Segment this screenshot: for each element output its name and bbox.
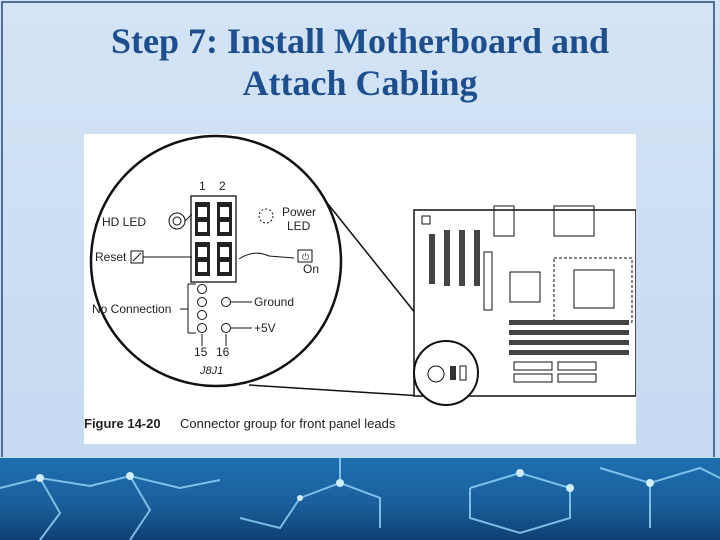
expansion-slot: [429, 234, 435, 284]
power-switch-hand-icon: [238, 252, 295, 260]
power-led-icon: [258, 208, 274, 224]
pin: [220, 222, 229, 232]
memory-slot: [509, 320, 629, 325]
agp-slot: [483, 251, 493, 311]
led-icon-inner: [172, 216, 182, 226]
chipset: [509, 271, 541, 303]
cpu-socket: [573, 269, 615, 309]
battery-icon: [427, 365, 445, 383]
front-panel-diagram: 1 2 15 16 J8J1 HD LED: [84, 134, 636, 431]
plus5v-label: +5V: [254, 321, 276, 335]
pin-number-15: 15: [194, 345, 208, 359]
pin: [220, 207, 229, 217]
io-port: [553, 205, 595, 237]
drive-connector: [513, 361, 553, 371]
expansion-slot: [474, 230, 480, 286]
memory-slot: [509, 340, 629, 345]
network-node: [336, 479, 344, 487]
pin: [198, 207, 207, 217]
pin: [198, 247, 207, 257]
power-led-label-line1: Power: [282, 205, 316, 219]
drive-connector: [557, 373, 597, 383]
open-pin: [197, 284, 207, 294]
figure-image: 1 2 15 16 J8J1 HD LED: [84, 134, 636, 444]
pin: [220, 262, 229, 272]
expansion-slot: [459, 230, 465, 286]
pin: [198, 262, 207, 272]
front-panel-header: [459, 365, 467, 381]
network-node: [646, 479, 654, 487]
power-switch-icon: [297, 249, 313, 263]
no-connection-label: No Connection: [92, 302, 171, 316]
network-node: [297, 495, 303, 501]
network-node: [516, 469, 524, 477]
title-line-1: Step 7: Install Motherboard and: [110, 21, 610, 61]
header-outline: [190, 195, 237, 283]
open-pin: [221, 323, 231, 333]
zoom-line-bottom: [248, 384, 423, 397]
open-pin: [197, 297, 207, 307]
leader-line: [184, 213, 193, 222]
jumper-label: J8J1: [199, 365, 223, 377]
figure-caption-number: Figure 14-20: [84, 416, 161, 431]
pin-number-2: 2: [219, 179, 226, 193]
pin: [220, 247, 229, 257]
footer-decoration: [0, 458, 720, 540]
network-node: [566, 484, 574, 492]
front-panel-header: [450, 366, 456, 380]
pin: [198, 222, 207, 232]
power-symbol-icon: ⏻: [302, 252, 309, 262]
drive-connector: [557, 361, 597, 371]
power-led-label-line2: LED: [287, 219, 311, 233]
slide-frame: [1, 1, 715, 457]
title-line-2: Attach Cabling: [242, 63, 478, 103]
network-node: [126, 472, 134, 480]
magnified-view-circle: [89, 134, 343, 388]
drive-connector: [513, 373, 553, 383]
memory-slot: [509, 350, 629, 355]
memory-slot: [509, 330, 629, 335]
figure-caption-text: Connector group for front panel leads: [180, 416, 396, 431]
io-port: [493, 205, 515, 237]
pin-number-16: 16: [216, 345, 230, 359]
pin-number-1: 1: [199, 179, 206, 193]
front-panel-highlight-circle: [413, 340, 479, 406]
open-pin: [197, 310, 207, 320]
hd-led-label: HD LED: [102, 215, 146, 229]
network-node: [36, 474, 44, 482]
reset-label: Reset: [95, 250, 127, 264]
on-label: On: [303, 262, 319, 276]
open-pin: [197, 323, 207, 333]
expansion-slot: [444, 230, 450, 286]
ground-label: Ground: [254, 295, 294, 309]
slide-title: Step 7: Install Motherboard and Attach C…: [20, 20, 700, 104]
hex-network-graphic: [0, 458, 720, 540]
reset-switch-icon-slash: [132, 252, 142, 262]
open-pin: [221, 297, 231, 307]
mounting-hole: [421, 215, 431, 225]
